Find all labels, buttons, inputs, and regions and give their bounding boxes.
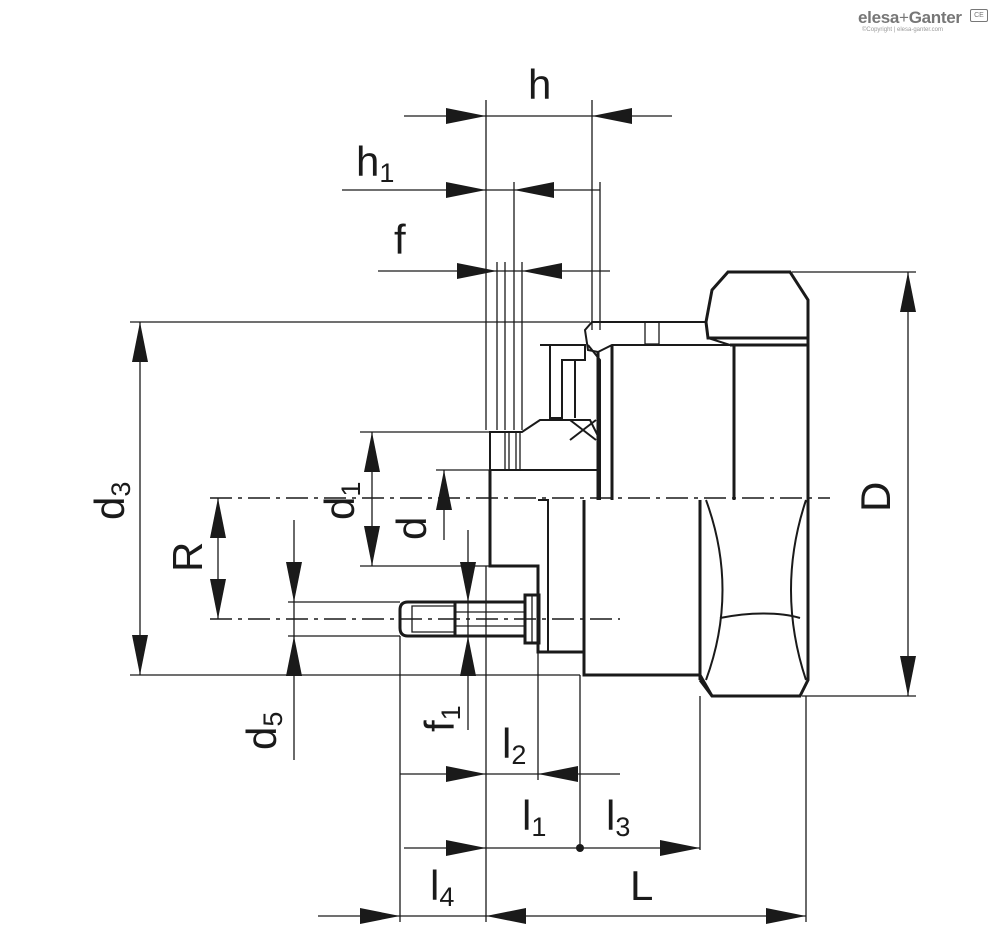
section-hatch-icon [583,321,731,354]
label-l3: l3 [606,792,630,842]
label-l4: l4 [430,862,454,912]
label-D: D [852,482,899,512]
section-hatch-icon [549,344,586,419]
brand-logo: elesa+Ganter ©Copyright | elesa-ganter.c… [858,8,988,40]
center-lines [210,497,830,620]
dimension-labels: h h1 f d3 d1 d R D d5 f1 l2 l1 l3 l4 L [86,61,899,912]
label-h: h [528,61,551,108]
knob-body [488,270,810,698]
label-l1: l1 [522,792,546,842]
label-d3: d3 [86,482,136,520]
section-hatch-icon [489,419,601,471]
crosshatch-grip-icon [704,270,810,340]
label-R: R [164,542,211,572]
label-d5: d5 [238,712,288,750]
brand-copyright: ©Copyright | elesa-ganter.com [862,27,944,33]
ce-badge-icon: CE [970,9,988,22]
label-L: L [630,862,653,909]
label-d1: d1 [316,482,366,520]
label-l2: l2 [502,720,526,770]
label-h1: h1 [356,138,394,188]
label-f1: f1 [416,705,466,732]
dimension-lines [130,100,916,924]
label-d: d [388,517,435,540]
brand-name: elesa+Ganter [858,8,962,27]
label-f: f [394,216,406,263]
